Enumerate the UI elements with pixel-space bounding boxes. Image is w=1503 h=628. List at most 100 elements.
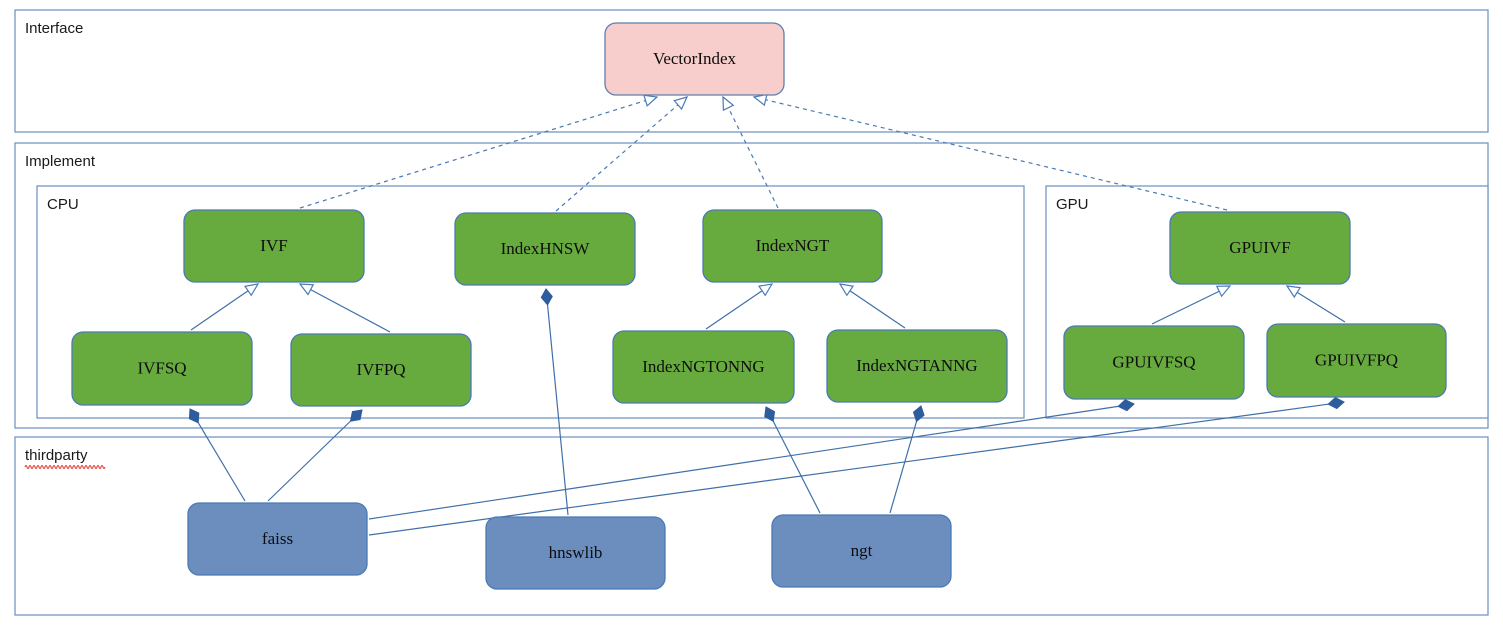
edge-line xyxy=(310,289,391,333)
node-box-indexhnsw[interactable] xyxy=(454,212,636,286)
node-indexngt[interactable]: IndexNGT xyxy=(702,209,883,283)
inheritance-arrowhead xyxy=(838,283,855,297)
edge-gpuivfsq-to-gpuivf xyxy=(1151,285,1232,325)
spellcheck-underline-thirdparty xyxy=(24,464,106,470)
inheritance-arrowhead xyxy=(752,93,768,107)
node-label-gpuivfpq: GPUIVFPQ xyxy=(1315,350,1398,369)
composition-diamond xyxy=(188,408,200,424)
inheritance-arrowhead xyxy=(757,283,774,297)
edge-hnswlib-to-indexhnsw xyxy=(540,288,569,516)
edge-line xyxy=(197,422,246,502)
node-label-ivf: IVF xyxy=(260,236,287,255)
edge-ngt-to-indexngtanng xyxy=(889,405,925,514)
edge-line xyxy=(849,290,906,329)
node-faiss[interactable]: faiss xyxy=(187,502,368,576)
composition-diamond xyxy=(912,405,925,423)
node-box-indexngtonng[interactable] xyxy=(612,330,795,404)
node-label-indexngt: IndexNGT xyxy=(756,236,830,255)
edge-ivfsq-to-ivf xyxy=(190,283,260,331)
node-hnswlib[interactable]: hnswlib xyxy=(485,516,666,590)
edge-line xyxy=(190,290,249,331)
node-box-gpuivf[interactable] xyxy=(1169,211,1351,285)
inheritance-arrowhead xyxy=(722,95,735,112)
node-box-gpuivfpq[interactable] xyxy=(1266,323,1447,398)
composition-diamond xyxy=(540,288,553,306)
node-label-indexhnsw: IndexHNSW xyxy=(501,239,591,258)
node-gpuivfpq[interactable]: GPUIVFPQ xyxy=(1266,323,1447,398)
container-label-implement: Implement xyxy=(25,153,96,170)
edge-indexngt-to-vectorindex xyxy=(722,95,779,209)
node-vectorindex[interactable]: VectorIndex xyxy=(604,22,785,96)
node-label-faiss: faiss xyxy=(262,529,293,548)
node-label-hnswlib: hnswlib xyxy=(549,543,603,562)
edge-line xyxy=(765,99,1228,211)
edge-line xyxy=(546,304,569,516)
node-indexngtonng[interactable]: IndexNGTONNG xyxy=(612,330,795,404)
edge-faiss-to-gpuivfpq xyxy=(368,397,1345,536)
node-label-ivfsq: IVFSQ xyxy=(137,358,186,377)
node-ngt[interactable]: ngt xyxy=(771,514,952,588)
node-label-vectorindex: VectorIndex xyxy=(653,49,737,68)
edge-faiss-to-gpuivfsq xyxy=(368,399,1135,520)
inheritance-arrowhead xyxy=(1285,285,1302,299)
node-label-ivfpq: IVFPQ xyxy=(356,360,405,379)
edges-layer xyxy=(188,93,1346,536)
composition-diamond xyxy=(764,406,776,423)
node-indexhnsw[interactable]: IndexHNSW xyxy=(454,212,636,286)
node-ivfsq[interactable]: IVFSQ xyxy=(71,331,253,406)
node-box-indexngtanng[interactable] xyxy=(826,329,1008,403)
edge-line xyxy=(267,420,351,502)
node-label-indexngtonng: IndexNGTONNG xyxy=(642,357,764,376)
inheritance-arrowhead xyxy=(243,283,260,297)
container-label-thirdparty: thirdparty xyxy=(25,447,88,464)
node-box-indexngt[interactable] xyxy=(702,209,883,283)
edge-line xyxy=(1296,291,1346,323)
composition-diamond xyxy=(1117,399,1135,412)
edge-faiss-to-ivfpq xyxy=(267,409,363,502)
node-box-ivfsq[interactable] xyxy=(71,331,253,406)
composition-diamond xyxy=(1327,397,1345,410)
edge-line xyxy=(889,421,918,514)
node-gpuivf[interactable]: GPUIVF xyxy=(1169,211,1351,285)
node-box-vectorindex[interactable] xyxy=(604,22,785,96)
inheritance-arrowhead xyxy=(1215,285,1232,298)
edge-ivfpq-to-ivf xyxy=(298,283,391,333)
edge-line xyxy=(555,104,679,212)
node-box-ngt[interactable] xyxy=(771,514,952,588)
node-label-gpuivf: GPUIVF xyxy=(1229,238,1290,257)
edge-indexhnsw-to-vectorindex xyxy=(555,96,689,212)
node-box-gpuivfsq[interactable] xyxy=(1063,325,1245,400)
edge-ngt-to-indexngtonng xyxy=(764,406,821,514)
inheritance-arrowhead xyxy=(298,283,315,296)
inheritance-arrowhead xyxy=(673,96,689,111)
edge-faiss-to-ivfsq xyxy=(188,408,246,502)
edge-line xyxy=(368,405,1119,520)
node-ivfpq[interactable]: IVFPQ xyxy=(290,333,472,407)
edge-line xyxy=(705,290,763,330)
edge-line xyxy=(1151,290,1220,325)
node-indexngtanng[interactable]: IndexNGTANNG xyxy=(826,329,1008,403)
edge-line xyxy=(368,403,1329,536)
node-label-gpuivfsq: GPUIVFSQ xyxy=(1112,352,1195,371)
node-box-faiss[interactable] xyxy=(187,502,368,576)
node-box-ivf[interactable] xyxy=(183,209,365,283)
node-label-ngt: ngt xyxy=(851,541,873,560)
edge-gpuivfpq-to-gpuivf xyxy=(1285,285,1346,323)
edge-ivf-to-vectorindex xyxy=(299,94,659,209)
node-gpuivfsq[interactable]: GPUIVFSQ xyxy=(1063,325,1245,400)
edge-indexngtanng-to-indexngt xyxy=(838,283,906,329)
inheritance-arrowhead xyxy=(643,94,659,107)
container-label-interface: Interface xyxy=(25,20,83,37)
edge-line xyxy=(727,107,779,209)
node-ivf[interactable]: IVF xyxy=(183,209,365,283)
node-label-indexngtanng: IndexNGTANNG xyxy=(856,356,977,375)
edge-indexngtonng-to-indexngt xyxy=(705,283,774,330)
container-label-gpu: GPU xyxy=(1056,196,1089,213)
edge-gpuivf-to-vectorindex xyxy=(752,93,1228,211)
node-box-ivfpq[interactable] xyxy=(290,333,472,407)
node-box-hnswlib[interactable] xyxy=(485,516,666,590)
container-label-cpu: CPU xyxy=(47,196,79,213)
